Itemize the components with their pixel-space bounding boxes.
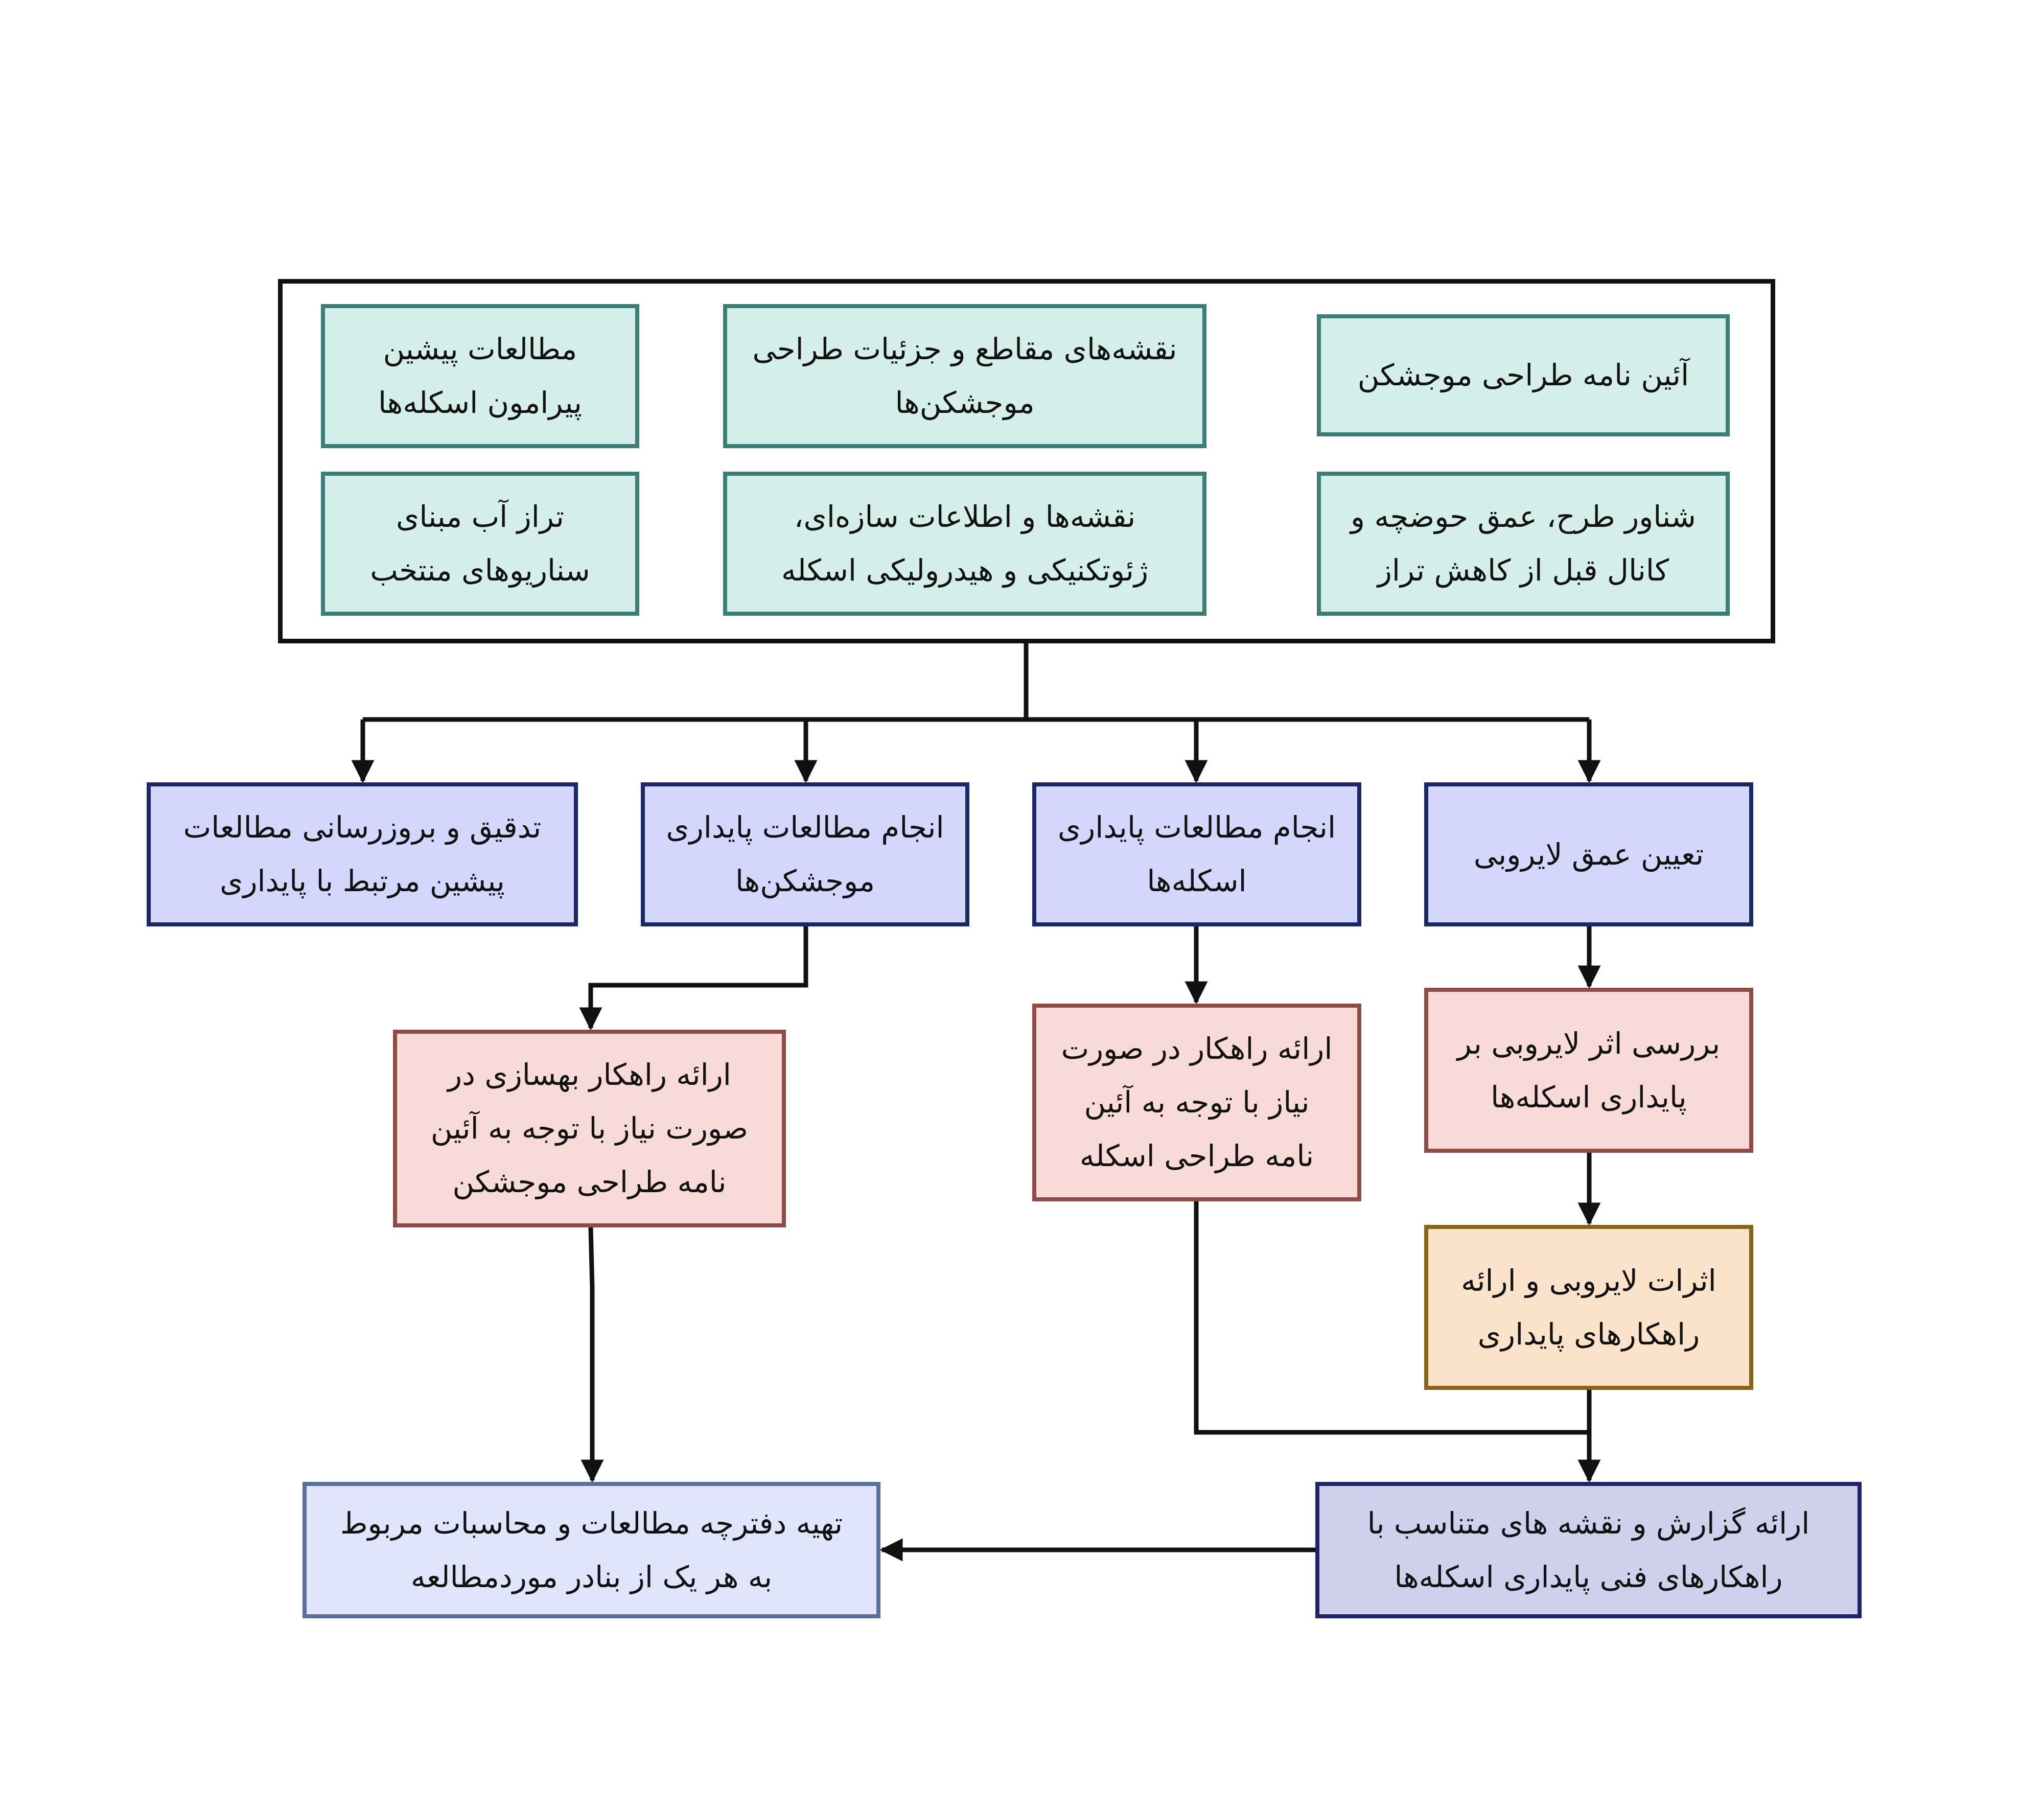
box-text-line: موجشکن‌ها: [895, 385, 1035, 420]
output-jetty-solution: ارائه راهکار در صورت نیاز با توجه به آئین…: [1032, 1004, 1361, 1201]
task-update-studies: تدقیق و بروزرسانی مطالعات پیشین مرتبط با …: [147, 782, 578, 926]
box-text-line: تراز آب مبنای: [396, 499, 564, 534]
task-breakwater-stability: انجام مطالعات پایداری موجشکن‌ها: [641, 782, 969, 926]
box-text-line: آئین نامه طراحی موجشکن: [1357, 358, 1689, 392]
box-text-line: موجشکن‌ها: [735, 864, 875, 898]
box-text-line: پیرامون اسکله‌ها: [378, 385, 583, 420]
box-text-line: نقشه‌های مقاطع و جزئیات طراحی: [752, 332, 1177, 366]
edge-r1-l1: [580, 1227, 604, 1483]
box-text-line: نیاز با توجه به آئین: [1084, 1085, 1310, 1120]
edge-r2-n1: [1194, 1201, 1589, 1435]
box-text-line: تهیه دفترچه مطالعات و محاسبات مربوط: [340, 1505, 843, 1541]
output-dredging-effect: بررسی اثر لایروبی بر پایداری اسکله‌ها: [1424, 988, 1753, 1153]
input-water-level: تراز آب مبنای سناریوهای منتخب: [321, 472, 639, 616]
box-text-line: پیشین مرتبط با پایداری: [220, 864, 505, 898]
output-breakwater-retrofit: ارائه راهکار بهسازی در صورت نیاز با توجه …: [393, 1030, 786, 1227]
input-jetty-data: نقشه‌ها و اطلاعات سازه‌ای، ژئوتکنیکی و هی…: [723, 472, 1206, 616]
box-text-line: تعیین عمق لایروبی: [1473, 837, 1704, 872]
box-text-line: کانال قبل از کاهش تراز: [1377, 553, 1669, 588]
output-study-booklet: تهیه دفترچه مطالعات و محاسبات مربوط به هر…: [303, 1482, 880, 1618]
box-text-line: راهکارهای پایداری: [1477, 1316, 1700, 1352]
box-text-line: نامه طراحی موجشکن: [452, 1165, 727, 1199]
box-text-line: سناریوهای منتخب: [370, 553, 590, 588]
task-jetty-stability: انجام مطالعات پایداری اسکله‌ها: [1032, 782, 1361, 926]
input-breakwater-code: آئین نامه طراحی موجشکن: [1317, 314, 1730, 436]
box-text-line: تدقیق و بروزرسانی مطالعات: [183, 810, 542, 845]
input-previous-studies: مطالعات پیشین پیرامون اسکله‌ها: [321, 304, 639, 448]
box-text-line: ارائه راهکار در صورت: [1061, 1031, 1333, 1066]
box-text-line: بررسی اثر لایروبی بر: [1457, 1026, 1721, 1061]
box-text-line: ارائه راهکار بهسازی در: [448, 1057, 731, 1092]
output-dredging-impacts: اثرات لایروبی و ارائه راهکارهای پایداری: [1424, 1225, 1753, 1390]
task-dredging-depth: تعیین عمق لایروبی: [1424, 782, 1753, 926]
box-text-line: انجام مطالعات پایداری: [666, 810, 944, 845]
box-text-line: به هر یک از بنادر موردمطالعه: [410, 1559, 773, 1594]
edge-b2-r1: [579, 926, 808, 1031]
box-text-line: شناور طرح، عمق حوضچه و: [1351, 499, 1696, 534]
box-text-line: اسکله‌ها: [1147, 864, 1247, 898]
input-breakwater-drawings: نقشه‌های مقاطع و جزئیات طراحی موجشکن‌ها: [723, 304, 1206, 448]
box-text-line: نامه طراحی اسکله: [1079, 1139, 1314, 1173]
box-text-line: انجام مطالعات پایداری: [1057, 810, 1336, 845]
box-text-line: صورت نیاز با توجه به آئین: [430, 1111, 749, 1146]
box-text-line: نقشه‌ها و اطلاعات سازه‌ای،: [794, 499, 1136, 534]
box-text-line: پایداری اسکله‌ها: [1491, 1079, 1687, 1114]
input-design-vessel: شناور طرح، عمق حوضچه و کانال قبل از کاهش …: [1317, 472, 1730, 616]
box-text-line: مطالعات پیشین: [383, 332, 577, 366]
output-report-drawings: ارائه گزارش و نقشه های متناسب با راهکارها…: [1315, 1482, 1862, 1618]
box-text-line: ژئوتکنیکی و هیدرولیکی اسکله: [781, 553, 1149, 588]
box-text-line: ارائه گزارش و نقشه های متناسب با: [1367, 1505, 1810, 1541]
box-text-line: اثرات لایروبی و ارائه: [1461, 1263, 1716, 1298]
box-text-line: راهکارهای فنی پایداری اسکله‌ها: [1394, 1559, 1783, 1594]
inputs-group: [278, 279, 1775, 643]
